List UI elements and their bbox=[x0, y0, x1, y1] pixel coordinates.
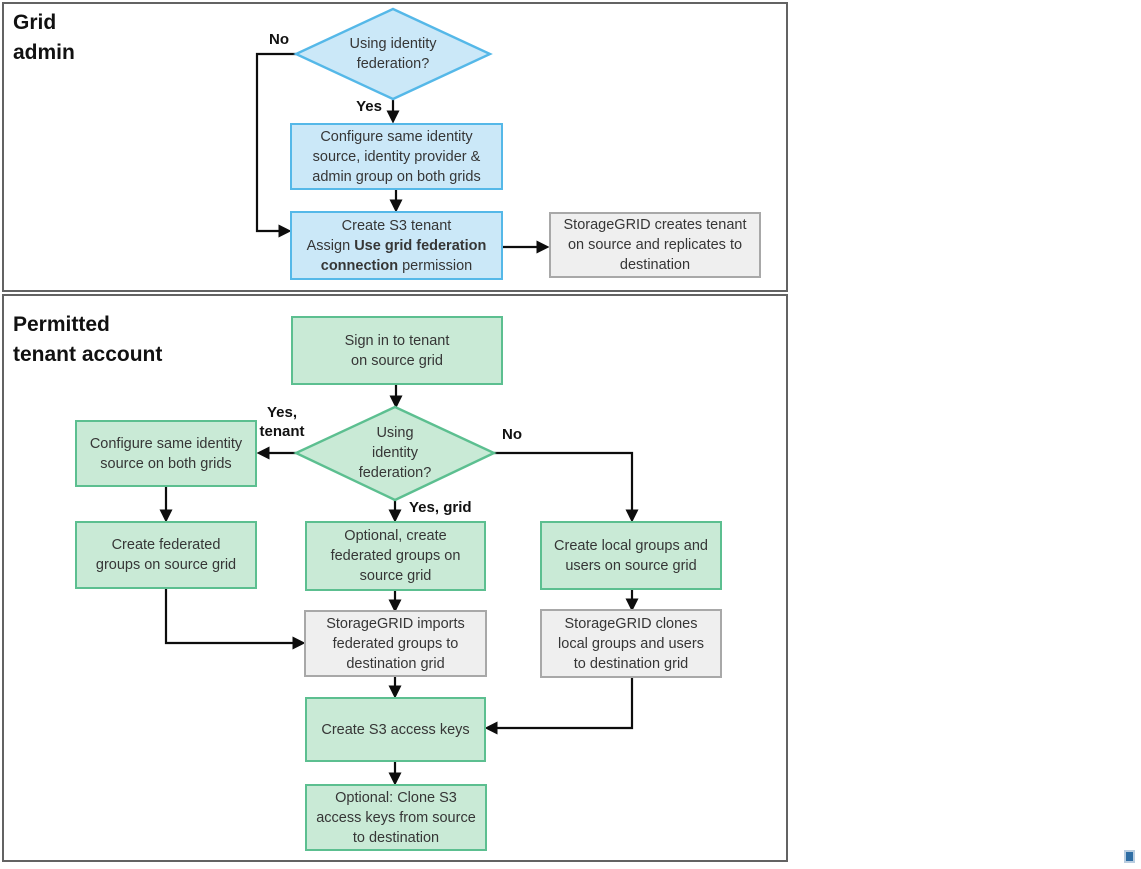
node-storagegrid-clones-local: StorageGRID clones local groups and user… bbox=[540, 609, 722, 678]
decision-diamond-tenant bbox=[293, 405, 497, 502]
connector-no-to-create-tenant bbox=[255, 52, 296, 238]
edge-label-no-tenant: No bbox=[502, 426, 522, 443]
edge-label-yes-admin: Yes bbox=[356, 98, 382, 115]
node-optional-clone-keys: Optional: Clone S3 access keys from sour… bbox=[305, 784, 487, 851]
node-create-s3-access-keys: Create S3 access keys bbox=[305, 697, 486, 762]
node-storagegrid-imports-federated: StorageGRID imports federated groups to … bbox=[304, 610, 487, 677]
node-configure-identity-tenant: Configure same identity source on both g… bbox=[75, 420, 257, 487]
node-create-s3-tenant: Create S3 tenant Assign Use grid federat… bbox=[290, 211, 503, 280]
edge-label-yes-tenant: Yes, tenant bbox=[259, 404, 305, 440]
decision-diamond-grid-admin bbox=[293, 7, 493, 101]
node-create-s3-tenant-line1: Create S3 tenant bbox=[341, 217, 452, 234]
section-frame-grid-admin bbox=[2, 2, 788, 292]
node-optional-create-federated: Optional, create federated groups on sou… bbox=[305, 521, 486, 591]
connector-decision-to-create-local bbox=[494, 451, 639, 523]
section-title-permitted-tenant: Permitted tenant account bbox=[13, 313, 163, 367]
node-create-s3-tenant-line2: Assign Use grid federation connection pe… bbox=[306, 237, 487, 274]
connector-clones-to-create-keys bbox=[484, 678, 634, 735]
connector-create-federated-to-imports bbox=[164, 589, 306, 650]
section-title-grid-admin: Grid admin bbox=[13, 11, 75, 65]
node-sign-in-tenant: Sign in to tenant on source grid bbox=[291, 316, 503, 385]
node-create-local-groups: Create local groups and users on source … bbox=[540, 521, 722, 590]
node-configure-identity-admin: Configure same identity source, identity… bbox=[290, 123, 503, 190]
node-storagegrid-creates-tenant: StorageGRID creates tenant on source and… bbox=[549, 212, 761, 278]
edge-label-no-admin: No bbox=[269, 31, 289, 48]
section-frame-permitted-tenant bbox=[2, 294, 788, 862]
edge-label-yes-grid: Yes, grid bbox=[409, 499, 472, 516]
node-create-federated-groups: Create federated groups on source grid bbox=[75, 521, 257, 589]
blue-square-artifact bbox=[1124, 850, 1135, 863]
